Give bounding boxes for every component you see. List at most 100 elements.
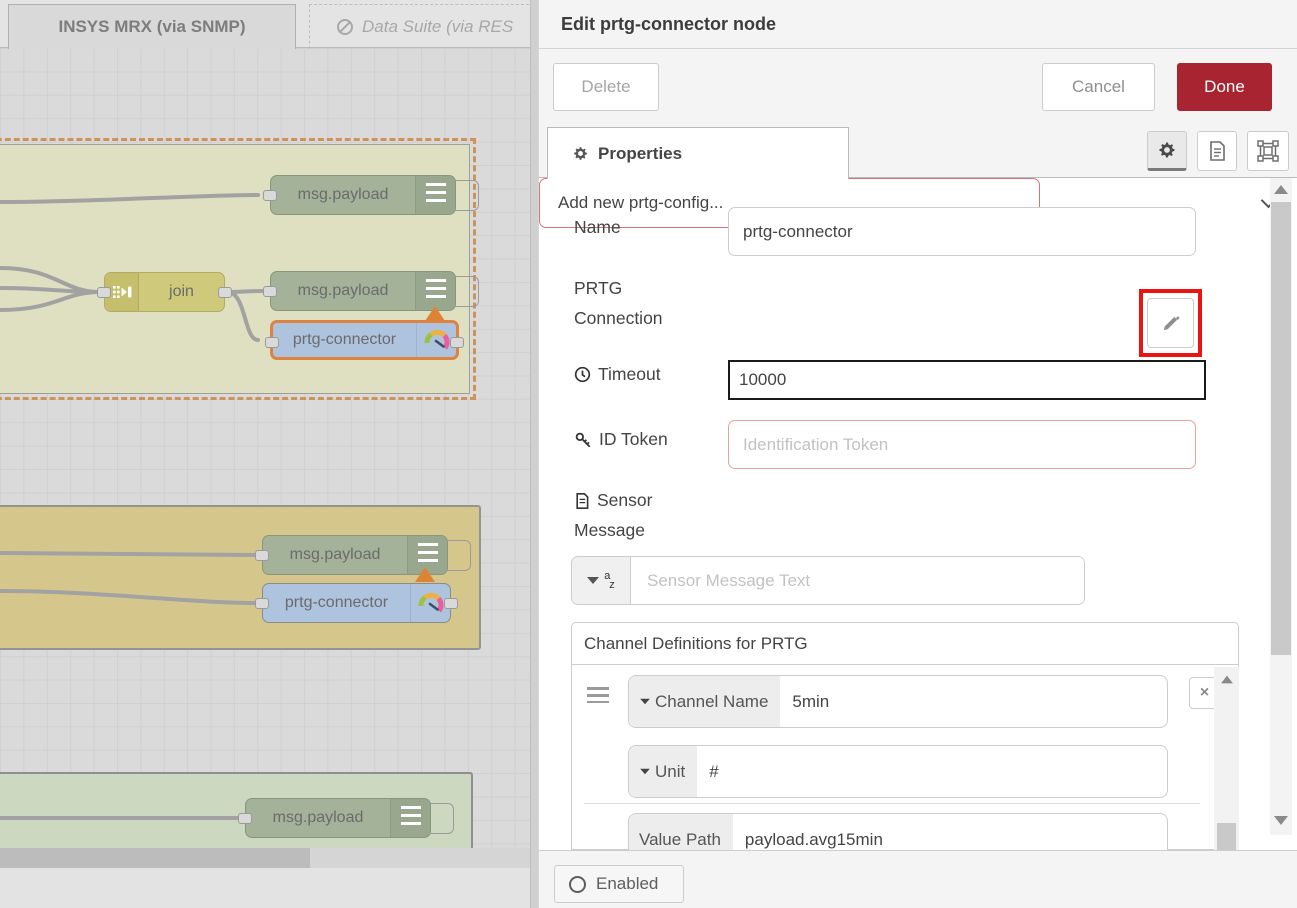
prtg-connector-node-selected[interactable]: prtg-connector xyxy=(270,320,459,360)
node-label: prtg-connector xyxy=(263,594,410,612)
input-port[interactable] xyxy=(255,550,269,561)
file-text-icon xyxy=(574,492,590,510)
enabled-label: Enabled xyxy=(596,874,658,894)
output-port[interactable] xyxy=(444,598,458,609)
node-label: msg.payload xyxy=(263,546,407,564)
input-port[interactable] xyxy=(255,598,269,609)
string-type-icon: az xyxy=(604,572,615,590)
channel-name-prefix[interactable]: Channel Name xyxy=(629,676,780,727)
input-port[interactable] xyxy=(97,287,111,298)
scrollbar-thumb[interactable] xyxy=(0,848,310,868)
join-node[interactable]: join xyxy=(104,272,225,312)
flow-canvas[interactable]: INSYS MRX (via SNMP) Data Suite (via RES xyxy=(0,0,530,908)
name-input[interactable] xyxy=(728,207,1196,256)
edit-config-button[interactable] xyxy=(1147,298,1194,348)
channel-item-divider xyxy=(584,803,1200,804)
value-path-input[interactable] xyxy=(733,814,1167,850)
caret-down-icon xyxy=(640,699,650,705)
edit-tray: Edit prtg-connector node Delete Cancel D… xyxy=(538,0,1297,908)
sensor-message-typedinput: az xyxy=(571,556,1085,605)
debug-icon xyxy=(390,799,430,837)
unconfigured-warning-icon xyxy=(425,306,445,321)
enabled-state-icon xyxy=(569,876,586,893)
timeout-input[interactable] xyxy=(728,360,1206,400)
output-port[interactable] xyxy=(450,337,464,348)
scroll-up-icon[interactable] xyxy=(1274,185,1288,194)
scrollbar-thumb[interactable] xyxy=(1271,202,1291,655)
sensor-message-label: Sensor xyxy=(574,490,652,511)
channel-name-input[interactable] xyxy=(780,676,1167,727)
properties-form: Name PRTG Connection Add new prtg-config… xyxy=(539,178,1297,850)
prtg-connection-label-line2: Connection xyxy=(574,308,663,329)
key-icon xyxy=(574,431,592,449)
typedinput-type-button[interactable]: az xyxy=(572,557,631,604)
workspace-tabbar: INSYS MRX (via SNMP) Data Suite (via RES xyxy=(0,0,530,48)
no-entry-icon xyxy=(336,18,354,36)
wires xyxy=(0,48,530,848)
tab-properties[interactable]: Properties xyxy=(547,127,849,179)
node-label: join xyxy=(139,283,224,301)
drag-handle-icon[interactable] xyxy=(587,687,609,703)
tab-label: INSYS MRX (via SNMP) xyxy=(58,17,245,37)
node-label: msg.payload xyxy=(271,282,415,300)
unit-input[interactable] xyxy=(697,746,1167,797)
input-port[interactable] xyxy=(263,190,277,201)
prtg-connector-node[interactable]: prtg-connector xyxy=(262,583,451,623)
form-scrollbar[interactable] xyxy=(1270,178,1292,835)
debug-icon xyxy=(415,176,455,214)
gear-icon xyxy=(572,145,589,162)
document-icon xyxy=(1207,140,1227,162)
value-path-prefix[interactable]: Value Path xyxy=(629,814,733,850)
name-label: Name xyxy=(574,217,621,238)
input-port[interactable] xyxy=(238,813,252,824)
scroll-up-icon[interactable] xyxy=(1221,676,1233,684)
properties-view-button[interactable] xyxy=(1147,131,1187,171)
unit-field: Unit xyxy=(628,745,1168,798)
selected-option: Add new prtg-config... xyxy=(558,193,723,213)
done-button[interactable]: Done xyxy=(1177,63,1272,111)
cancel-button[interactable]: Cancel xyxy=(1042,63,1155,111)
canvas-bottom-area xyxy=(0,868,530,908)
prtg-connection-label: PRTG xyxy=(574,278,622,299)
pencil-icon xyxy=(1161,314,1180,333)
caret-down-icon xyxy=(587,577,599,584)
channel-definitions-header: Channel Definitions for PRTG xyxy=(572,623,1238,665)
tab-label: Data Suite (via RES xyxy=(362,17,513,37)
input-port[interactable] xyxy=(265,337,279,348)
input-port[interactable] xyxy=(263,286,277,297)
tab-data-suite[interactable]: Data Suite (via RES xyxy=(309,4,530,49)
node-label: prtg-connector xyxy=(273,331,416,349)
sensor-message-input[interactable] xyxy=(631,557,1084,604)
unit-prefix[interactable]: Unit xyxy=(629,746,697,797)
scroll-down-icon[interactable] xyxy=(1274,816,1288,825)
debug-icon xyxy=(415,272,455,310)
scrollbar-thumb[interactable] xyxy=(1217,823,1236,850)
node-label: msg.payload xyxy=(246,809,390,827)
unconfigured-warning-icon xyxy=(415,567,435,582)
debug-node[interactable]: msg.payload xyxy=(245,798,431,838)
output-port[interactable] xyxy=(218,287,232,298)
debug-node[interactable]: msg.payload xyxy=(270,271,456,311)
sensor-message-label-line2: Message xyxy=(574,520,645,541)
enabled-toggle-button[interactable]: Enabled xyxy=(554,865,684,903)
id-token-label: ID Token xyxy=(574,429,668,450)
tray-resize-handle[interactable] xyxy=(530,0,538,908)
tray-footer: Enabled xyxy=(539,850,1297,908)
tab-insys-mrx[interactable]: INSYS MRX (via SNMP) xyxy=(8,4,296,49)
horizontal-scrollbar[interactable] xyxy=(0,848,530,868)
tray-title: Edit prtg-connector node xyxy=(561,0,776,49)
description-view-button[interactable] xyxy=(1197,131,1237,171)
gear-icon xyxy=(1157,140,1177,160)
channel-list-scrollbar[interactable] xyxy=(1214,667,1239,850)
tray-header: Edit prtg-connector node xyxy=(539,0,1297,49)
appearance-view-button[interactable] xyxy=(1247,131,1289,171)
delete-button[interactable]: Delete xyxy=(553,63,659,111)
tab-properties-label: Properties xyxy=(598,144,682,164)
debug-node[interactable]: msg.payload xyxy=(270,175,456,215)
clock-icon xyxy=(574,366,591,383)
id-token-input[interactable] xyxy=(728,420,1196,469)
channel-name-field: Channel Name xyxy=(628,675,1168,728)
channel-definitions-list: Channel Definitions for PRTG Channel Nam… xyxy=(571,622,1239,850)
caret-down-icon xyxy=(640,769,650,775)
